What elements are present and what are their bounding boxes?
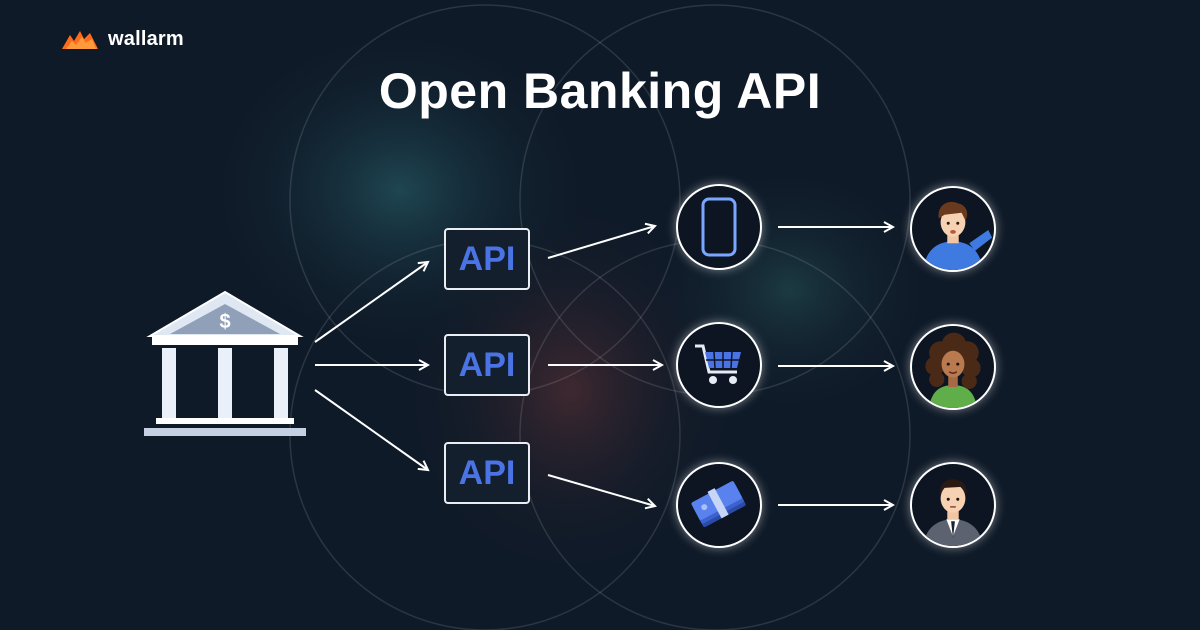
arrow-api-service-1	[547, 226, 655, 259]
user-2-avatar	[910, 324, 996, 410]
arrow-bank-api-3	[314, 389, 428, 470]
bank-building-icon: $	[144, 290, 306, 436]
brand-logo[interactable]: wallarm	[60, 28, 184, 51]
api-box-2: API	[444, 334, 530, 396]
bank-source: $	[142, 290, 308, 445]
user-3-avatar	[910, 462, 996, 548]
service-money	[676, 462, 762, 548]
user-curly-hair-icon	[925, 332, 981, 408]
api-box-3: API	[444, 442, 530, 504]
arrow-bank-api-1	[314, 262, 428, 343]
brand-name: wallarm	[108, 28, 184, 50]
shopping-cart-icon	[695, 344, 741, 384]
wallarm-flame-icon	[62, 30, 98, 49]
smartphone-icon	[701, 197, 737, 257]
api-box-1: API	[444, 228, 530, 290]
money-stack-icon	[691, 481, 746, 528]
user-blue-shirt-icon	[923, 201, 993, 270]
user-suit-icon	[923, 479, 983, 546]
service-cart	[676, 322, 762, 408]
user-1-avatar	[910, 186, 996, 272]
bank-dollar-symbol: $	[219, 311, 230, 333]
page-title: Open Banking API	[378, 63, 822, 119]
arrow-api-service-3	[547, 474, 655, 506]
service-phone	[676, 184, 762, 270]
